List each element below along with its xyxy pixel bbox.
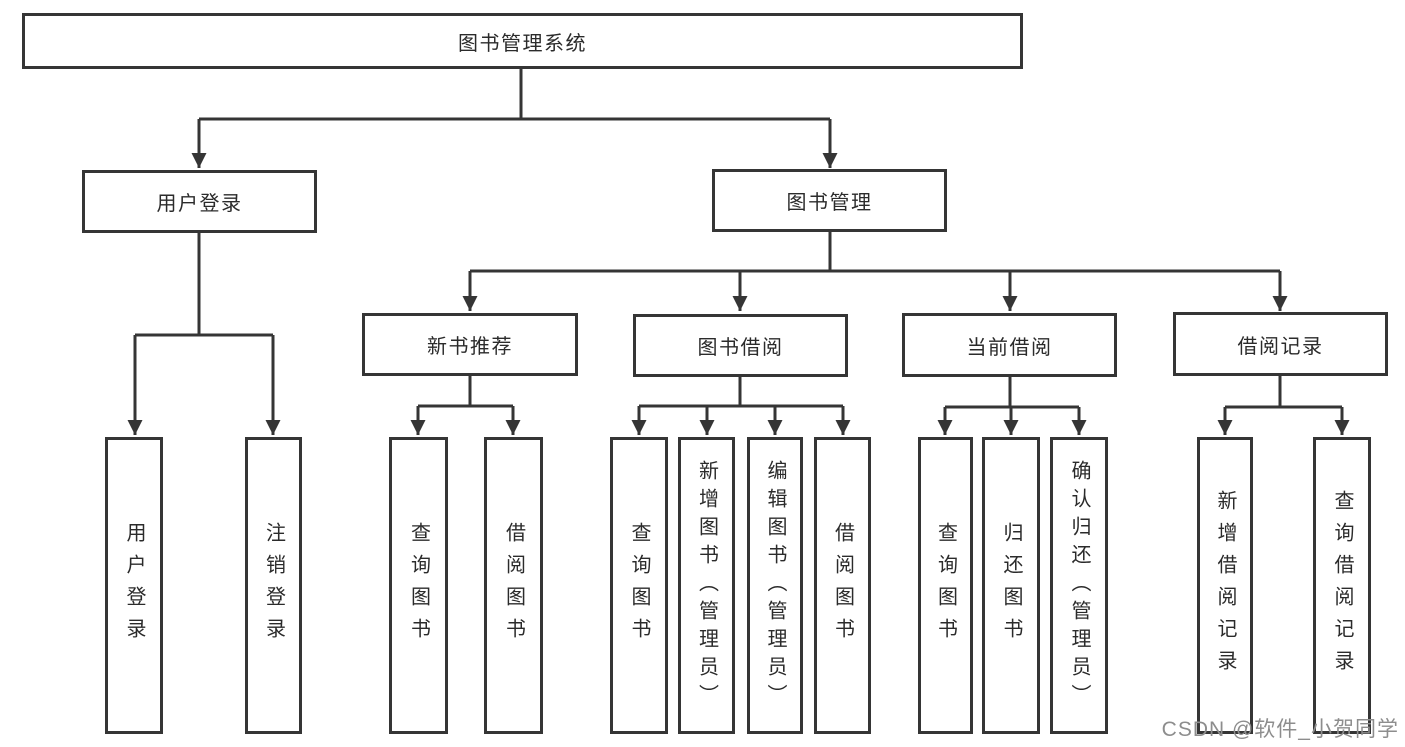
leaf-edit-books-admin: 编辑图书（管理员）: [747, 437, 803, 734]
node-label: 借阅记录: [1237, 335, 1324, 358]
leaf-borrow-books-borrowing: 借阅图书: [814, 437, 871, 734]
node-label: 用户登录: [123, 521, 145, 650]
connector-trunk-lines: [135, 69, 1342, 409]
leaf-query-books-newbook: 查询图书: [389, 437, 448, 734]
leaf-query-books-borrowing: 查询图书: [610, 437, 668, 734]
node-label: 借阅图书: [502, 521, 525, 650]
leaf-confirm-return-admin: 确认归还（管理员）: [1050, 437, 1108, 734]
node-label: 查询图书: [934, 521, 957, 650]
node-current-borrowing: 当前借阅: [902, 313, 1117, 377]
node-label: 注销登录: [262, 521, 285, 650]
node-new-book-recommendation: 新书推荐: [362, 313, 578, 376]
leaf-borrow-books-newbook: 借阅图书: [484, 437, 543, 734]
node-label: 查询图书: [628, 521, 650, 650]
leaf-add-borrow-record: 新增借阅记录: [1197, 437, 1253, 734]
node-label: 图书管理系统: [458, 32, 587, 55]
node-user-login-branch: 用户登录: [82, 170, 317, 233]
leaf-logout: 注销登录: [245, 437, 302, 734]
node-label: 确认归还（管理员）: [1068, 459, 1090, 712]
leaf-query-books-current: 查询图书: [918, 437, 973, 734]
node-label: 查询借阅记录: [1331, 489, 1353, 682]
node-label: 查询图书: [407, 521, 430, 650]
leaf-user-login: 用户登录: [105, 437, 163, 734]
leaf-query-borrow-record: 查询借阅记录: [1313, 437, 1371, 734]
connector-arrows: [127, 119, 1350, 435]
leaf-add-books-admin: 新增图书（管理员）: [678, 437, 735, 734]
csdn-watermark: CSDN @软件_小贺同学: [1161, 718, 1399, 741]
node-label: 新增图书（管理员）: [695, 459, 718, 712]
node-label: 借阅图书: [831, 521, 854, 650]
node-label: 图书管理: [786, 192, 873, 214]
node-label: 用户登录: [156, 193, 243, 215]
node-label: 编辑图书（管理员）: [764, 459, 786, 712]
node-label: 新增借阅记录: [1214, 489, 1236, 682]
node-label: 当前借阅: [966, 336, 1053, 359]
leaf-return-books: 归还图书: [982, 437, 1040, 734]
node-label: 图书借阅: [697, 337, 784, 359]
node-library-management-system: 图书管理系统: [22, 13, 1023, 69]
node-borrowing-records: 借阅记录: [1173, 312, 1388, 376]
node-book-management-branch: 图书管理: [712, 169, 947, 232]
node-book-borrowing: 图书借阅: [633, 314, 848, 377]
node-label: 归还图书: [1000, 521, 1022, 650]
node-label: 新书推荐: [427, 336, 513, 358]
